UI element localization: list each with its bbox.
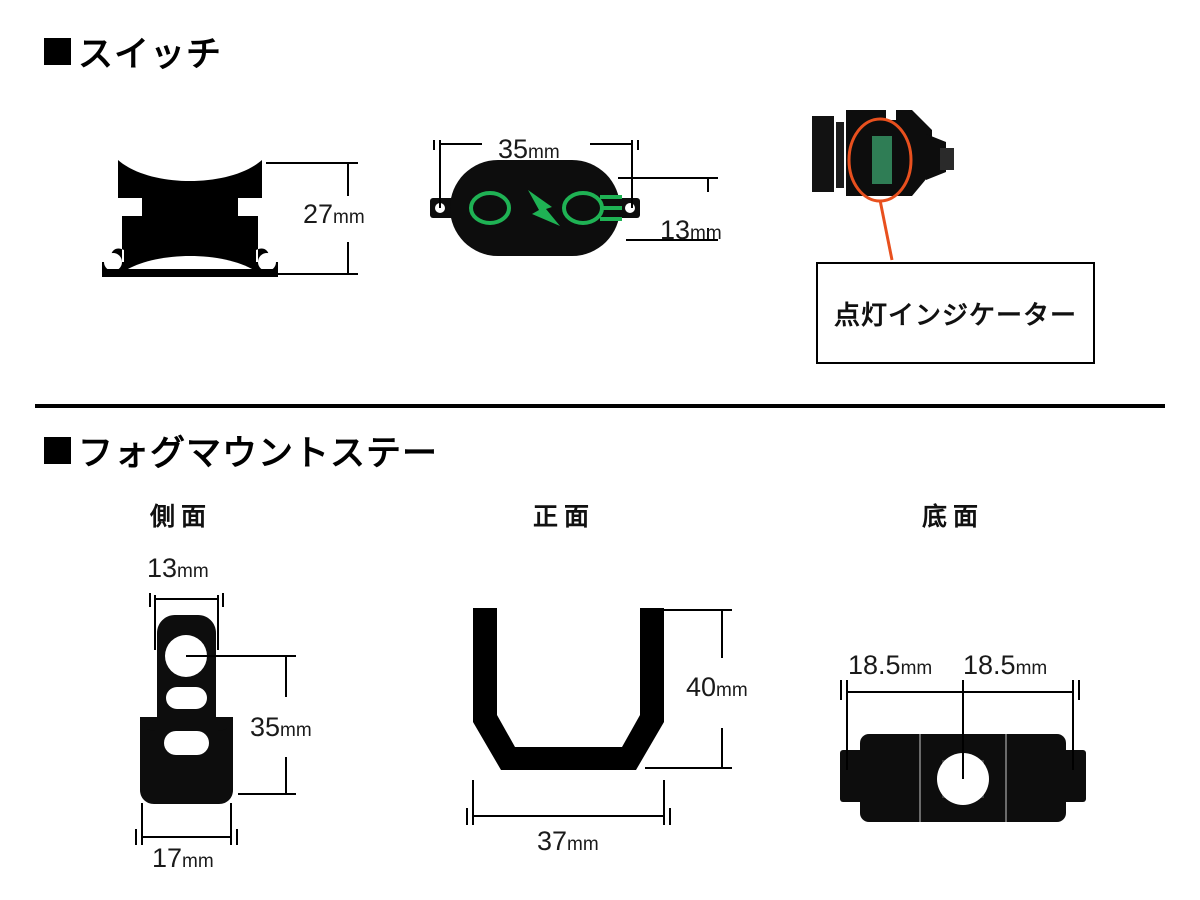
dimension-value: 13	[147, 553, 178, 583]
dimension-value: 18.5	[963, 650, 1016, 680]
switch-front-view	[420, 130, 770, 310]
dimension-value: 13	[660, 215, 691, 245]
bullet-square-icon	[44, 38, 71, 65]
dimension-unit: mm	[690, 223, 722, 244]
dimension-stay-front-width: 37mm	[537, 826, 599, 857]
dimension-unit: mm	[182, 851, 214, 872]
dimension-stay-bottom-right: 18.5mm	[963, 650, 1047, 681]
dimension-value: 35	[498, 134, 529, 164]
switch-side-view-drawing	[102, 160, 358, 277]
stay-side-view-drawing	[135, 593, 296, 845]
stay-bottom-view-drawing	[840, 680, 1086, 822]
view-label-bottom: 底面	[922, 503, 985, 531]
view-label-front: 正面	[533, 503, 596, 531]
dimension-stay-front-height: 40mm	[686, 672, 748, 703]
view-label-side: 側面	[150, 503, 213, 531]
stay-front-view-drawing	[466, 608, 732, 825]
dimension-unit: mm	[177, 561, 209, 582]
bullet-square-icon	[44, 437, 71, 464]
dimension-stay-side-height: 35mm	[250, 712, 312, 743]
section-heading-switch: スイッチ	[44, 26, 222, 77]
dimension-value: 18.5	[848, 650, 901, 680]
section-title-switch: スイッチ	[78, 35, 223, 74]
switch-front-view-drawing	[430, 140, 718, 256]
callout-box-indicator: 点灯インジケーター	[816, 262, 1095, 364]
dimension-value: 17	[152, 843, 183, 873]
dimension-value: 27	[303, 199, 334, 229]
dimension-stay-bottom-left: 18.5mm	[848, 650, 932, 681]
dimension-unit: mm	[333, 207, 365, 228]
dimension-switch-width: 35mm	[498, 134, 560, 165]
dimension-switch-depth: 13mm	[660, 215, 722, 246]
switch-photo-drawing	[812, 110, 954, 261]
dimension-unit: mm	[716, 680, 748, 701]
dimension-unit: mm	[528, 142, 560, 163]
dimension-value: 35	[250, 712, 281, 742]
dimension-unit: mm	[900, 658, 933, 679]
stay-front-view	[440, 580, 780, 870]
switch-photo-view	[800, 100, 1030, 285]
callout-label: 点灯インジケーター	[833, 299, 1077, 330]
dimension-stay-side-width-top: 13mm	[147, 553, 209, 584]
dimension-value: 40	[686, 672, 717, 702]
dimension-switch-height: 27mm	[303, 199, 365, 230]
dimension-unit: mm	[1015, 658, 1048, 679]
section-heading-stay: フォグマウントステー	[44, 425, 438, 476]
stay-side-view	[110, 545, 370, 875]
section-title-stay: フォグマウントステー	[78, 434, 439, 473]
dimension-unit: mm	[280, 720, 312, 741]
section-divider	[35, 404, 1165, 408]
dimension-value: 37	[537, 826, 568, 856]
switch-side-view	[80, 150, 400, 280]
dimension-stay-side-width-bottom: 17mm	[152, 843, 214, 874]
stay-bottom-view	[820, 630, 1110, 840]
dimension-unit: mm	[567, 834, 599, 855]
